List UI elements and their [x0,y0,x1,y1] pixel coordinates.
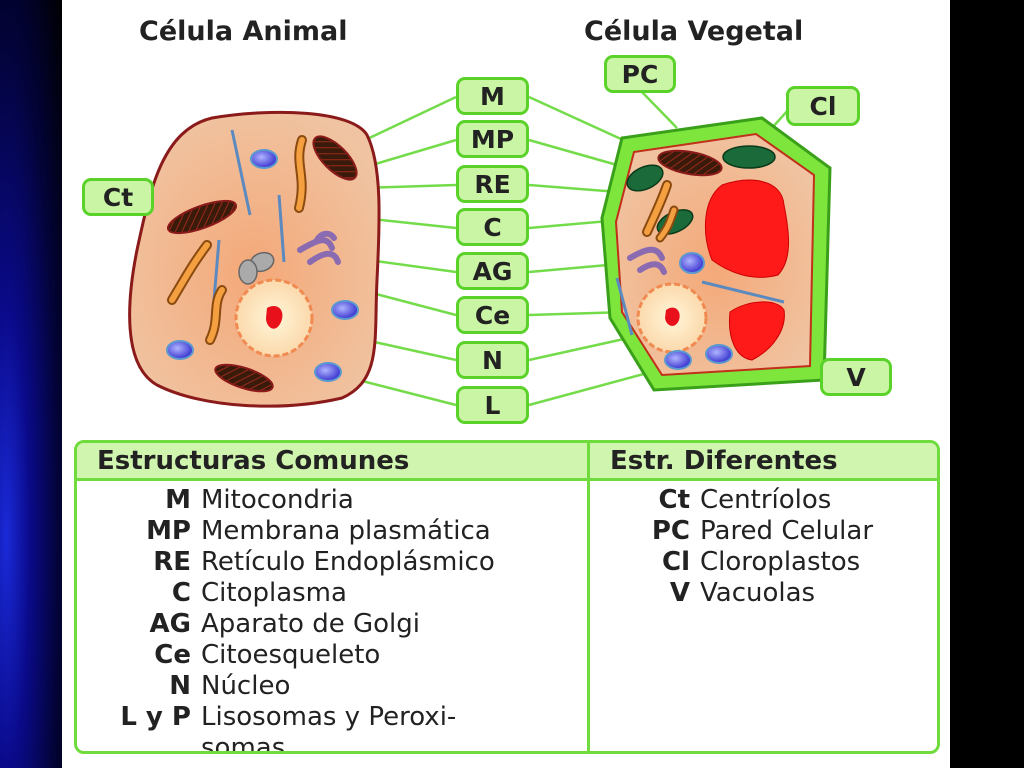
common-structures-header: Estructuras Comunes [77,443,587,481]
legend-divider [587,443,590,751]
animal-golgi [297,230,341,265]
label-n: N [456,341,529,379]
cell-diagram [128,91,832,408]
label-c: C [456,208,529,246]
plant-cytoskeleton [615,277,785,336]
right-background-band [950,0,1024,768]
label-m: M [456,77,529,115]
animal-cell [128,110,381,408]
plant-cell-title: Célula Vegetal [584,16,804,47]
label-re: RE [456,165,529,203]
animal-reticulum [167,135,307,345]
animal-lysosomes [166,149,359,382]
animal-mitochondria [166,135,358,393]
plant-lysosomes [664,252,733,370]
animal-cell-title: Célula Animal [139,16,348,47]
animal-cytoskeleton [212,129,286,301]
different-structures-header: Estr. Diferentes [590,443,937,481]
label-v: V [820,358,892,396]
left-background-band [0,0,62,768]
plant-chloroplasts [626,145,776,235]
label-ct: Ct [82,178,154,216]
plant-cell [600,116,832,392]
slide: Célula Animal Célula Vegetal [62,0,950,768]
label-ag: AG [456,252,529,290]
label-ce: Ce [456,296,529,334]
plant-reticulum [642,180,679,243]
label-pc: PC [604,55,676,93]
label-l: L [456,386,529,424]
plant-mitochondrion [657,149,723,177]
plant-vacuoles [704,179,790,361]
animal-centrioles [238,251,275,285]
plant-golgi [627,246,667,275]
label-cl: Cl [786,86,860,126]
label-mp: MP [456,120,529,158]
